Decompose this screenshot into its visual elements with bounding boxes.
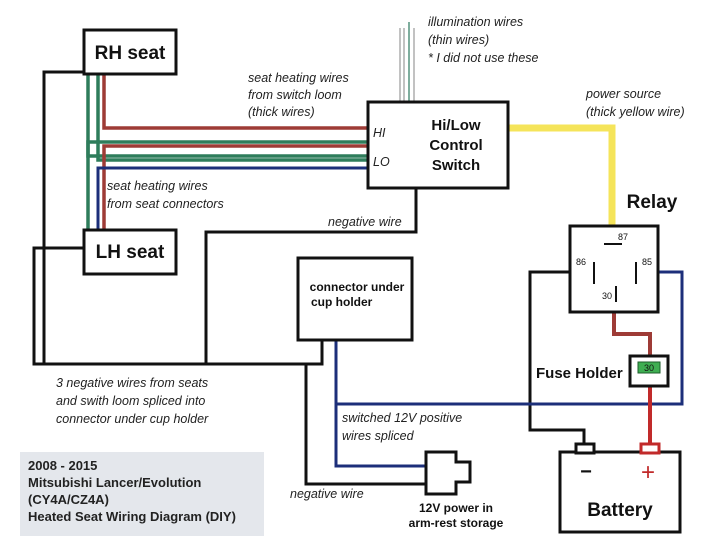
wire-green-rh-lower [96, 72, 368, 162]
fuse-holder-label: Fuse Holder [536, 365, 623, 382]
wire-green-lh [86, 140, 368, 234]
note-switch-loom-1: seat heating wires [248, 71, 349, 85]
fuse-element [637, 361, 661, 374]
note-illumination-1: illumination wires [428, 15, 523, 29]
relay-pin-86: 86 [576, 257, 586, 267]
caption-line-3: (CY4A/CZ4A) [28, 492, 109, 507]
control-switch-box: Hi/Low Control Switch HI LO [366, 100, 510, 190]
armrest-socket-shape [424, 450, 472, 496]
connector-label-2: cup holder [311, 295, 373, 309]
wire-black-connector-negative [304, 340, 426, 486]
relay-pin-85: 85 [642, 257, 652, 267]
caption-line-2: Mitsubishi Lancer/Evolution [28, 475, 201, 490]
caption-line-4: Heated Seat Wiring Diagram (DIY) [28, 509, 236, 524]
battery-minus-sign: − [580, 461, 592, 483]
wire-black-rh-negative [42, 70, 84, 364]
note-illumination-3: * I did not use these [428, 51, 539, 65]
note-switched-12v-2: wires spliced [342, 429, 415, 443]
connector-label-1: connector under [310, 280, 405, 294]
note-negatives-3: connector under cup holder [56, 412, 209, 426]
relay-box: Relay 87 86 85 30 [568, 192, 678, 314]
wire-black-switch-negative [204, 188, 418, 364]
rh-seat-label: RH seat [95, 43, 166, 64]
wire-blue-lo [96, 166, 368, 234]
lh-seat-box: LH seat [82, 228, 178, 276]
caption-line-1: 2008 - 2015 [28, 458, 97, 473]
battery-negative-terminal [574, 442, 596, 455]
fuse-rating: 30 [644, 363, 654, 373]
note-seat-connectors-1: seat heating wires [107, 179, 208, 193]
relay-pin-30: 30 [602, 291, 612, 301]
relay-pin-87: 87 [618, 232, 628, 242]
note-seat-connectors-2: from seat connectors [107, 197, 224, 211]
note-switch-loom-2: from switch loom [248, 88, 342, 102]
armrest-power-socket: 12V power in arm-rest storage [409, 450, 504, 530]
note-negative-wire-bottom: negative wire [290, 487, 364, 501]
note-negatives-2: and swith loom spliced into [56, 394, 205, 408]
armrest-label-1: 12V power in [419, 501, 493, 515]
battery-label: Battery [587, 500, 653, 521]
rh-seat-box: RH seat [82, 28, 178, 76]
note-power-source-1: power source [585, 87, 661, 101]
wire-red-lh [102, 144, 368, 234]
switch-hi-label: HI [373, 126, 386, 140]
fuse-holder: Fuse Holder 30 [536, 354, 670, 388]
note-power-source-2: (thick yellow wire) [586, 105, 685, 119]
note-negative-wire-switch: negative wire [328, 215, 402, 229]
caption-panel: 2008 - 2015 Mitsubishi Lancer/Evolution … [20, 452, 264, 536]
control-switch-label-3: Switch [432, 157, 480, 174]
wire-red-rh [102, 72, 368, 130]
note-switched-12v-1: switched 12V positive [342, 411, 462, 425]
wire-blue-relay-86 [336, 270, 684, 406]
wire-black-battery-negative [528, 270, 586, 446]
relay-title: Relay [627, 192, 678, 213]
wire-yellow-power-source [508, 124, 616, 244]
wire-blue-switched-12v [334, 340, 426, 468]
connector-box: connector under cup holder [296, 256, 414, 342]
battery-positive-terminal [639, 442, 661, 455]
note-illumination-2: (thin wires) [428, 33, 489, 47]
lh-seat-label: LH seat [96, 242, 165, 263]
note-negatives-1: 3 negative wires from seats [56, 376, 208, 390]
caption-background [20, 452, 264, 536]
note-switch-loom-3: (thick wires) [248, 105, 315, 119]
control-switch-label-2: Control [429, 137, 482, 154]
wire-red-relay-fuse [612, 300, 652, 362]
switch-lo-label: LO [373, 155, 390, 169]
control-switch-label-1: Hi/Low [431, 117, 480, 134]
wire-black-lh-negative [32, 246, 310, 366]
battery-plus-sign: + [641, 459, 655, 486]
battery: − + Battery [558, 442, 682, 534]
armrest-label-2: arm-rest storage [409, 516, 504, 530]
